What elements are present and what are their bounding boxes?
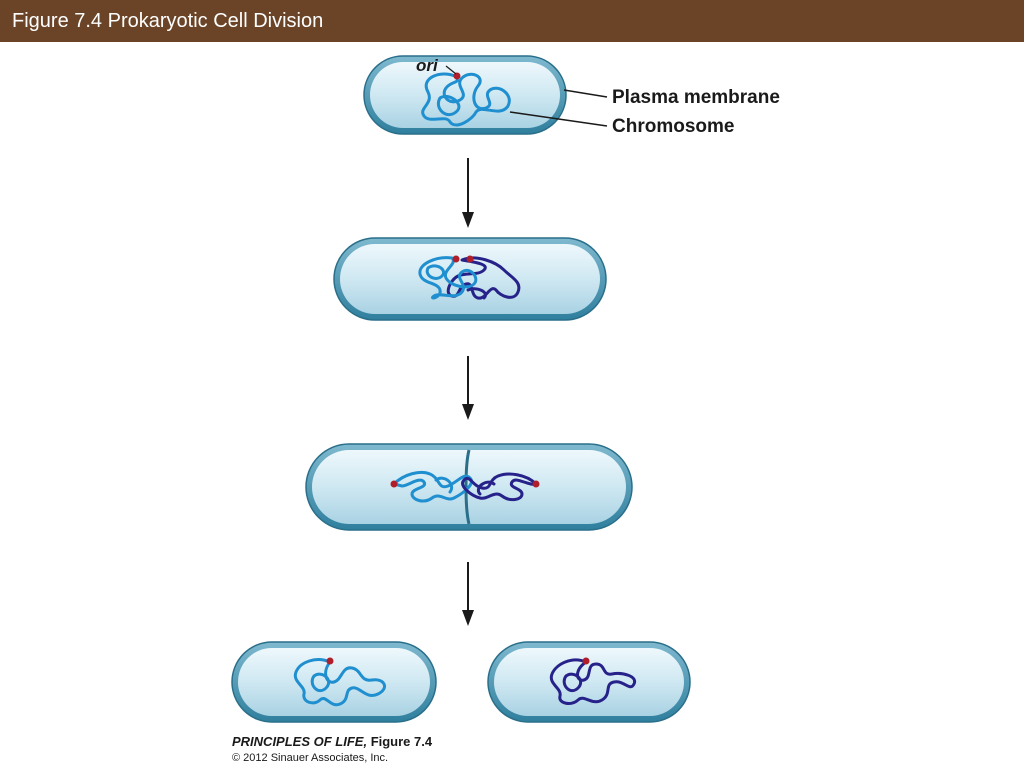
stage-2-chromosome-light <box>418 256 478 300</box>
daughter-right-cytoplasm <box>494 648 684 716</box>
daughter-left-chromosome <box>293 658 387 707</box>
stage-3-septum <box>464 449 471 525</box>
header-bar: Figure 7.4 Prokaryotic Cell Division <box>0 0 1024 42</box>
plasma-membrane-leader <box>563 89 608 98</box>
daughter-right-ori-marker <box>582 657 590 665</box>
daughter-cell-right <box>487 641 691 723</box>
plasma-membrane-label: Plasma membrane <box>612 87 780 108</box>
stage-2-ori-marker-2 <box>466 255 474 263</box>
cell-division-diagram: ori Plasma membrane Chromosome <box>231 55 780 723</box>
page-title: Figure 7.4 Prokaryotic Cell Division <box>12 10 324 32</box>
stage-1-cell <box>363 55 567 135</box>
figure-credit: PRINCIPLES OF LIFE, Figure 7.4 <box>232 734 432 749</box>
stage-3-ori-marker-1 <box>390 480 398 488</box>
chromosome-label: Chromosome <box>612 116 734 137</box>
stage-2-cell <box>333 237 607 321</box>
daughter-cell-left <box>231 641 437 723</box>
ori-leader <box>445 65 457 75</box>
stage-3-cell <box>305 443 633 531</box>
arrow-2 <box>462 356 474 420</box>
arrow-1 <box>462 158 474 228</box>
stage-3-ori-marker-2 <box>532 480 540 488</box>
stage-2-ori-marker-1 <box>452 255 460 263</box>
chromosome-leader <box>509 111 608 127</box>
daughter-right-chromosome <box>549 658 637 705</box>
stage-3-chromosome-dark <box>461 472 538 502</box>
credit-figure-number: Figure 7.4 <box>367 734 433 749</box>
stage-2-cytoplasm <box>340 244 600 314</box>
credit-book-title: PRINCIPLES OF LIFE, <box>232 734 368 749</box>
stage-1-chromosome <box>421 72 511 127</box>
stage-1-ori-marker <box>453 72 461 80</box>
daughter-left-ori-marker <box>326 657 334 665</box>
stage-1-cytoplasm <box>370 62 560 128</box>
stage-3-chromosome-light <box>392 470 473 503</box>
arrow-3 <box>462 562 474 626</box>
ori-label: ori <box>416 56 439 75</box>
copyright-notice: © 2012 Sinauer Associates, Inc. <box>232 752 389 764</box>
